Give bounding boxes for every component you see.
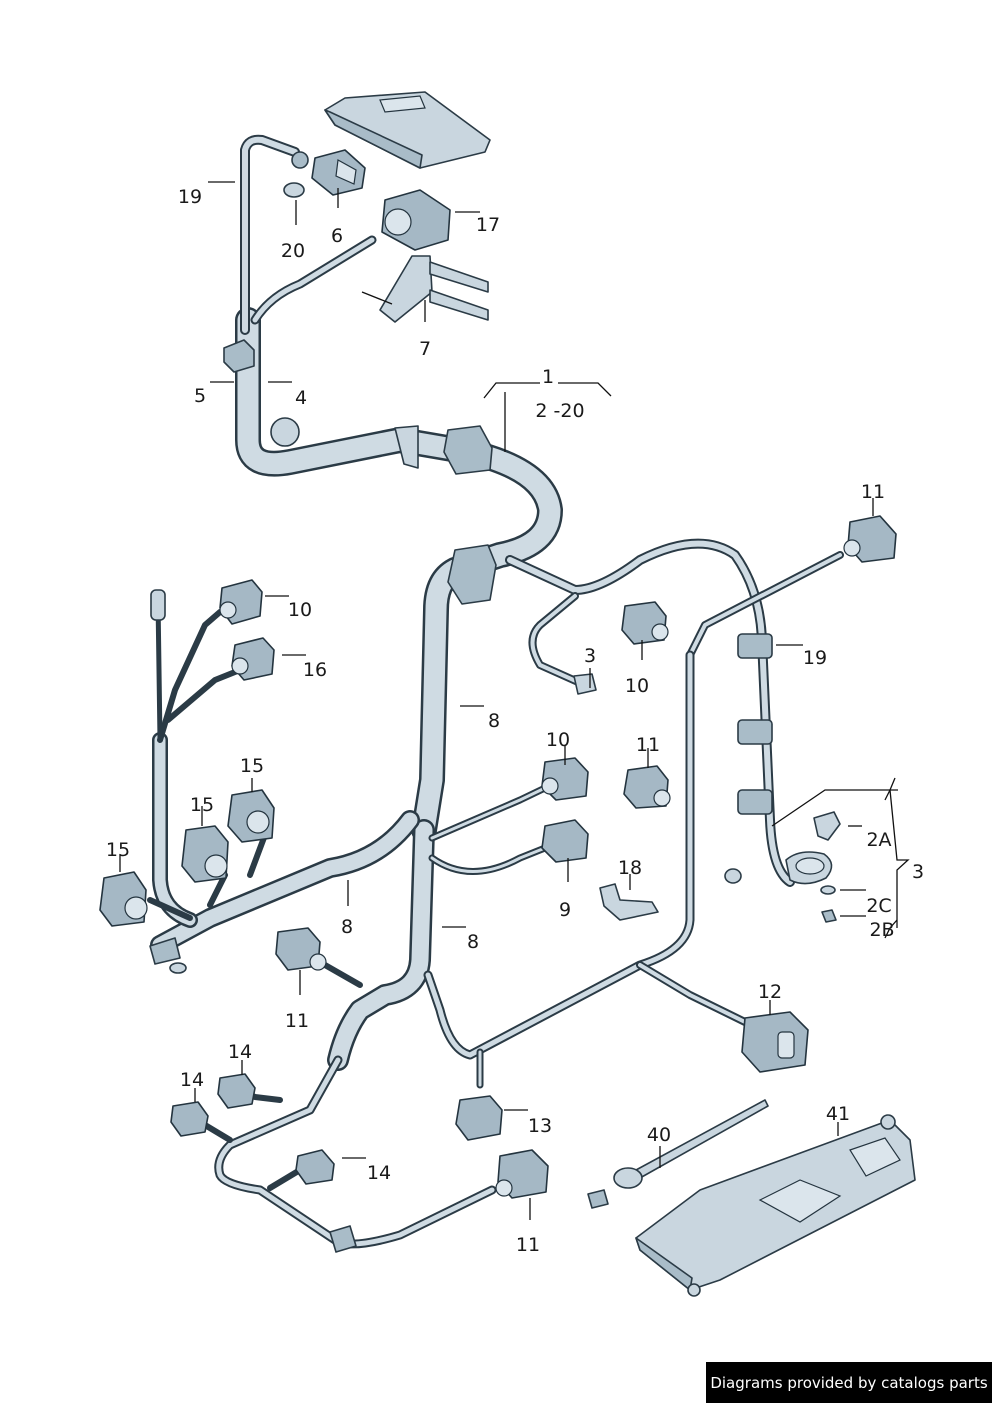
label-20: 20 (281, 240, 305, 262)
label-12: 12 (758, 981, 782, 1003)
label-19-top: 19 (178, 186, 202, 208)
label-10-right: 10 (625, 675, 649, 697)
cable-tie-40 (587, 1099, 769, 1209)
label-41: 41 (826, 1103, 850, 1125)
connector-6 (311, 149, 366, 196)
leader-lines (119, 181, 910, 1220)
label-16: 16 (303, 659, 327, 681)
label-1: 1 (542, 366, 554, 388)
connectors-left (99, 579, 275, 974)
label-10-left: 10 (288, 599, 312, 621)
connectors-right (724, 515, 897, 923)
label-18: 18 (618, 857, 642, 879)
label-3-group: 3 (912, 861, 924, 883)
connectors-bottom (170, 1011, 809, 1253)
label-4: 4 (295, 387, 307, 409)
label-2-20: 2 -20 (535, 400, 584, 422)
connectors-middle (275, 601, 671, 971)
credit-banner: Diagrams provided by catalogs parts (706, 1362, 992, 1403)
holder-41 (635, 1114, 916, 1297)
cable-layer (147, 134, 844, 1249)
label-11-bottom: 11 (516, 1234, 540, 1256)
label-2B: 2B (869, 919, 894, 941)
clip-5-4 (223, 339, 300, 447)
ecu-control-unit (324, 91, 491, 169)
label-11-mid-left: 11 (285, 1010, 309, 1032)
trunk-sleeve (394, 425, 497, 605)
label-40: 40 (647, 1124, 671, 1146)
label-14-lower: 14 (367, 1162, 391, 1184)
label-9: 9 (559, 899, 571, 921)
label-7: 7 (419, 338, 431, 360)
label-6: 6 (331, 225, 343, 247)
label-19-right: 19 (803, 647, 827, 669)
label-15-upper: 15 (240, 755, 264, 777)
label-14-left: 14 (180, 1069, 204, 1091)
label-8-left: 8 (341, 916, 353, 938)
label-13: 13 (528, 1115, 552, 1137)
label-14-upper: 14 (228, 1041, 252, 1063)
callout-labels: 1 2 -20 19 20 6 17 7 5 4 10 16 8 3 10 19… (106, 186, 924, 1256)
label-3-terminal: 3 (584, 645, 596, 667)
grommet-20 (283, 151, 309, 198)
label-2C: 2C (866, 895, 891, 917)
label-2A: 2A (866, 829, 891, 851)
label-8-upper: 8 (488, 710, 500, 732)
bracket-7 (361, 255, 489, 323)
label-17: 17 (476, 214, 500, 236)
label-15-middle: 15 (190, 794, 214, 816)
label-11-far-right: 11 (861, 481, 885, 503)
label-8-lower: 8 (467, 931, 479, 953)
connector-17 (381, 189, 451, 251)
label-11-right-mid: 11 (636, 734, 660, 756)
label-10-middle: 10 (546, 729, 570, 751)
label-5: 5 (194, 385, 206, 407)
label-15-left: 15 (106, 839, 130, 861)
